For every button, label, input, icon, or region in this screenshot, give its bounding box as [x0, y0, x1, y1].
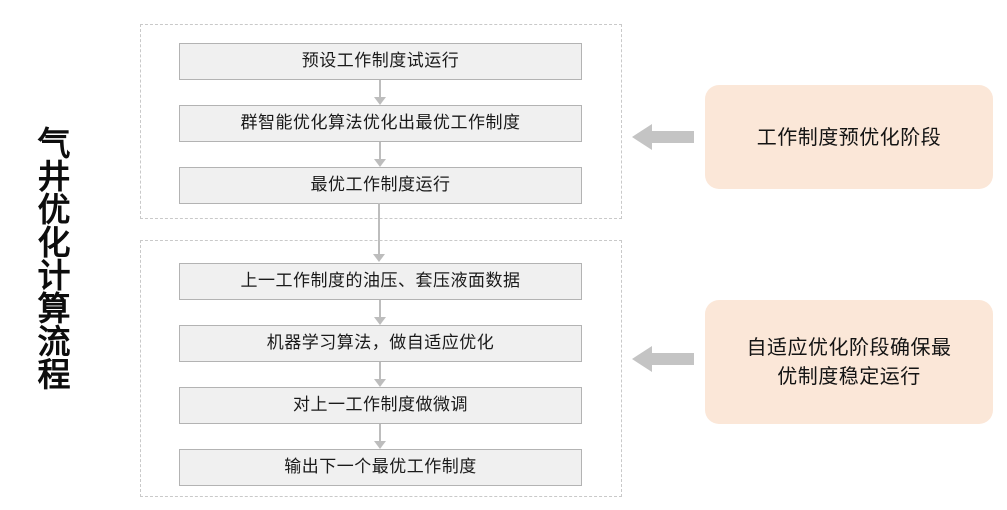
connector-arrowhead-icon [374, 97, 386, 105]
process-box-pre-step-3[interactable]: 最优工作制度运行 [179, 167, 582, 204]
connector-arrowhead-icon [374, 441, 386, 449]
stage-group-adaptive-optimization: 上一工作制度的油压、套压液面数据 机器学习算法，做自适应优化 对上一工作制度做微… [140, 240, 622, 497]
connector-arrowhead-icon [374, 379, 386, 387]
annotation-panel-adaptive-label-line2: 优制度稳定运行 [777, 364, 921, 388]
connector-stem [378, 203, 380, 255]
left-block-arrow-icon-adaptive [632, 345, 694, 373]
connector-arrowhead-icon [373, 254, 385, 262]
process-box-adaptive-step-3[interactable]: 对上一工作制度做微调 [179, 387, 582, 424]
connector-arrow-pre-1-2 [374, 80, 386, 105]
annotation-panel-pre-label: 工作制度预优化阶段 [756, 124, 942, 149]
annotation-panel-adaptive-optimization[interactable]: 自适应优化阶段确保最 优制度稳定运行 [705, 300, 993, 424]
annotation-panel-pre-optimization[interactable]: 工作制度预优化阶段 [705, 85, 993, 189]
connector-arrow-stage-pre-to-adaptive [373, 203, 385, 262]
left-block-arrow-icon-pre [632, 123, 694, 151]
connector-arrow-adaptive-3-4 [374, 424, 386, 449]
connector-arrowhead-icon [374, 317, 386, 325]
page-title-vertical: 气井优化计算流程 [32, 126, 71, 390]
process-box-adaptive-step-2[interactable]: 机器学习算法，做自适应优化 [179, 325, 582, 362]
process-box-adaptive-step-1[interactable]: 上一工作制度的油压、套压液面数据 [179, 263, 582, 300]
connector-arrow-pre-2-3 [374, 142, 386, 167]
process-box-pre-step-2[interactable]: 群智能优化算法优化出最优工作制度 [179, 105, 582, 142]
connector-arrow-adaptive-2-3 [374, 362, 386, 387]
connector-arrow-adaptive-1-2 [374, 300, 386, 325]
connector-stem [379, 300, 381, 318]
annotation-panel-adaptive-label-line1: 自适应优化阶段确保最 [746, 335, 952, 359]
annotation-panel-adaptive-label: 自适应优化阶段确保最 优制度稳定运行 [747, 333, 952, 391]
stage-group-pre-optimization: 预设工作制度试运行 群智能优化算法优化出最优工作制度 最优工作制度运行 [140, 24, 622, 219]
connector-stem [379, 424, 381, 442]
connector-stem [379, 142, 381, 160]
connector-stem [379, 362, 381, 380]
process-box-pre-step-1[interactable]: 预设工作制度试运行 [179, 43, 582, 80]
connector-stem [379, 80, 381, 98]
process-box-adaptive-step-4[interactable]: 输出下一个最优工作制度 [179, 449, 582, 486]
connector-arrowhead-icon [374, 159, 386, 167]
